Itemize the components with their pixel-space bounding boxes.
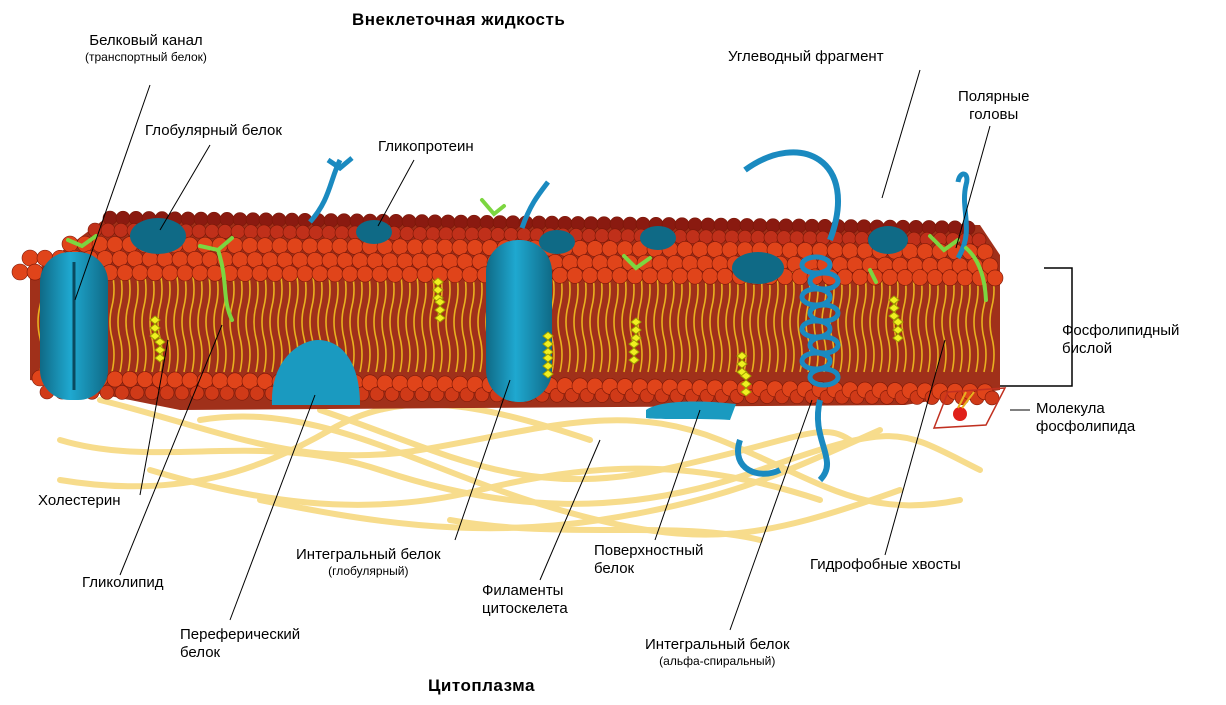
label-polar-heads-line2: головы xyxy=(958,106,1029,124)
label-phospholipid-bilayer-line1: Фосфолипидный xyxy=(1062,322,1179,340)
label-surface-protein-line1: Поверхностный xyxy=(594,542,703,560)
label-surface-protein: Поверхностный белок xyxy=(594,542,703,578)
label-phospholipid-bilayer-line2: бислой xyxy=(1062,340,1179,358)
label-surface-protein-line2: белок xyxy=(594,560,703,578)
label-cytoskeleton-line2: цитоскелета xyxy=(482,600,568,618)
label-phospholipid-molecule-line2: фосфолипида xyxy=(1036,418,1135,436)
label-peripheral-protein-line1: Переферический xyxy=(180,626,300,644)
label-polar-heads-line1: Полярные xyxy=(958,88,1029,106)
label-glycolipid: Гликолипид xyxy=(82,574,164,592)
label-protein-channel: Белковый канал (транспортный белок) xyxy=(85,32,207,65)
label-phospholipid-molecule-line1: Молекула xyxy=(1036,400,1135,418)
label-cytoskeleton: Филаменты цитоскелета xyxy=(482,582,568,618)
label-integral-globular-main: Интегральный белок xyxy=(296,546,441,563)
label-protein-channel-main: Белковый канал xyxy=(89,32,202,49)
label-integral-globular: Интегральный белок (глобулярный) xyxy=(296,546,441,579)
label-hydrophobic-tails: Гидрофобные хвосты xyxy=(810,556,961,574)
globular-protein-shape xyxy=(130,218,186,254)
label-phospholipid-bilayer: Фосфолипидный бислой xyxy=(1062,322,1179,358)
title-cytoplasm: Цитоплазма xyxy=(428,676,535,696)
label-protein-channel-sub: (транспортный белок) xyxy=(85,50,207,65)
label-cytoskeleton-line1: Филаменты xyxy=(482,582,568,600)
label-peripheral-protein: Переферический белок xyxy=(180,626,300,662)
label-globular-protein: Глобулярный белок xyxy=(145,122,282,140)
label-integral-alpha-sub: (альфа-спиральный) xyxy=(645,654,790,669)
label-polar-heads: Полярные головы xyxy=(958,88,1029,124)
label-glycoprotein: Гликопротеин xyxy=(378,138,474,156)
label-integral-alpha: Интегральный белок (альфа-спиральный) xyxy=(645,636,790,669)
integral-globular-shape xyxy=(486,240,552,402)
label-peripheral-protein-line2: белок xyxy=(180,644,300,662)
cytoskeleton-filaments xyxy=(60,400,980,540)
label-phospholipid-molecule: Молекула фосфолипида xyxy=(1036,400,1135,436)
title-extracellular: Внеклеточная жидкость xyxy=(352,10,565,30)
label-carbohydrate: Углеводный фрагмент xyxy=(728,48,884,66)
label-cholesterol: Холестерин xyxy=(38,492,121,510)
label-integral-alpha-main: Интегральный белок xyxy=(645,636,790,653)
label-integral-globular-sub: (глобулярный) xyxy=(296,564,441,579)
